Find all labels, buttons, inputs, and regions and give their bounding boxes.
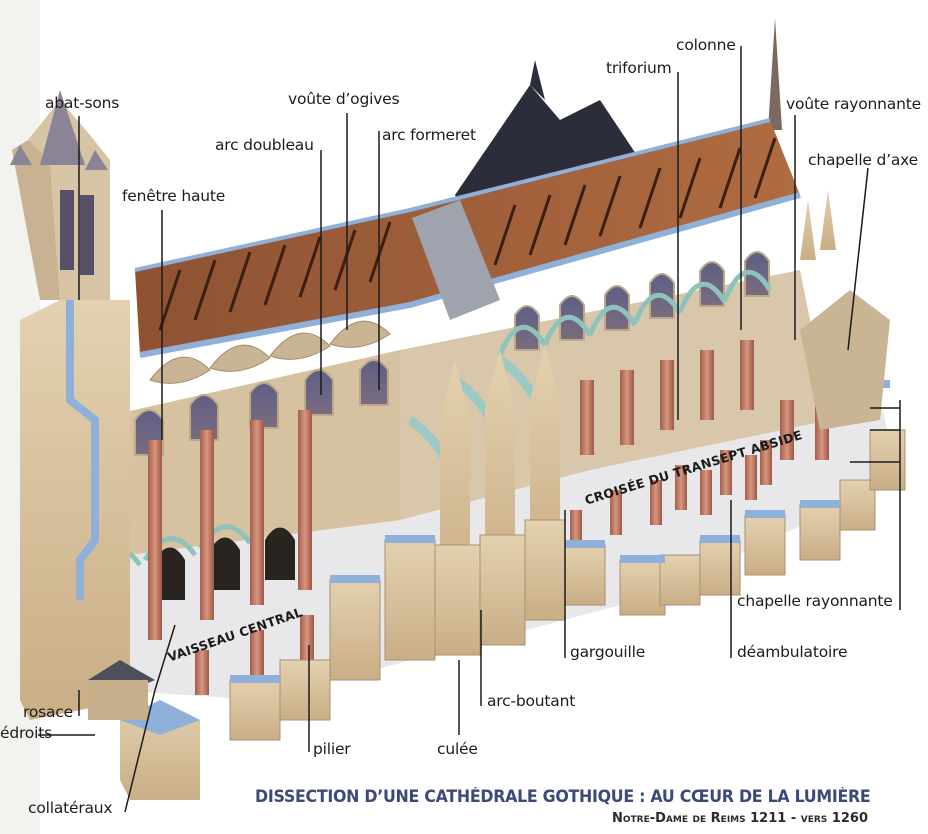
ambulatory-blocks [564,429,906,616]
label-abat-sons: abat-sons [45,94,120,112]
rib-vaults [149,320,391,384]
crossing-spire [768,18,782,130]
label-voute-rayonnante: voûte rayonnante [786,95,921,113]
label-chapelle-rayonnante: chapelle rayonnante [737,592,893,610]
nave-pillars [148,410,314,695]
facade-cut [66,300,99,600]
leader-lines [38,46,901,813]
label-pilier: pilier [313,740,351,758]
label-voute-dogives: voûte d’ogives [288,90,400,108]
label-piedroits: édroits [0,724,52,742]
transept-arm-roof [412,200,500,320]
label-arc-doubleau: arc doubleau [215,136,314,154]
label-fenetre-haute: fenêtre haute [122,187,226,205]
label-arc-formeret: arc formeret [382,126,476,144]
diagram-title: DISSECTION D’UNE CATHÉDRALE GOTHIQUE : A… [255,787,871,806]
culees [229,519,566,741]
label-gargouille: gargouille [570,643,646,661]
west-facade [20,300,130,720]
tower-pinnacle-3 [85,150,108,170]
axial-chapel [800,290,890,430]
label-chapelle-daxe: chapelle d’axe [808,151,918,169]
buttress-pinnacles [440,190,836,600]
collateral-cut [120,700,200,735]
tower-pinnacle-2 [10,145,32,165]
belfry-opening-2 [80,195,94,275]
rosace-block [88,680,148,720]
label-collateraux: collatéraux [28,799,113,817]
label-arc-boutant: arc-boutant [487,692,576,710]
label-colonne: colonne [676,36,736,54]
tower-pinnacle [40,90,85,165]
label-triforium: triforium [606,59,672,77]
label-deambulatoire: déambulatoire [737,643,848,661]
label-culee: culée [437,740,478,758]
west-tower [12,140,60,300]
roof-cut-line [134,118,771,272]
label-rosace: rosace [23,703,73,721]
transept-spire-small [530,60,545,100]
diagram-subtitle: Notre-Dame de Reims 1211 - vers 1260 [611,811,868,826]
belfry-opening [60,190,74,270]
roof-trusses [158,137,777,331]
